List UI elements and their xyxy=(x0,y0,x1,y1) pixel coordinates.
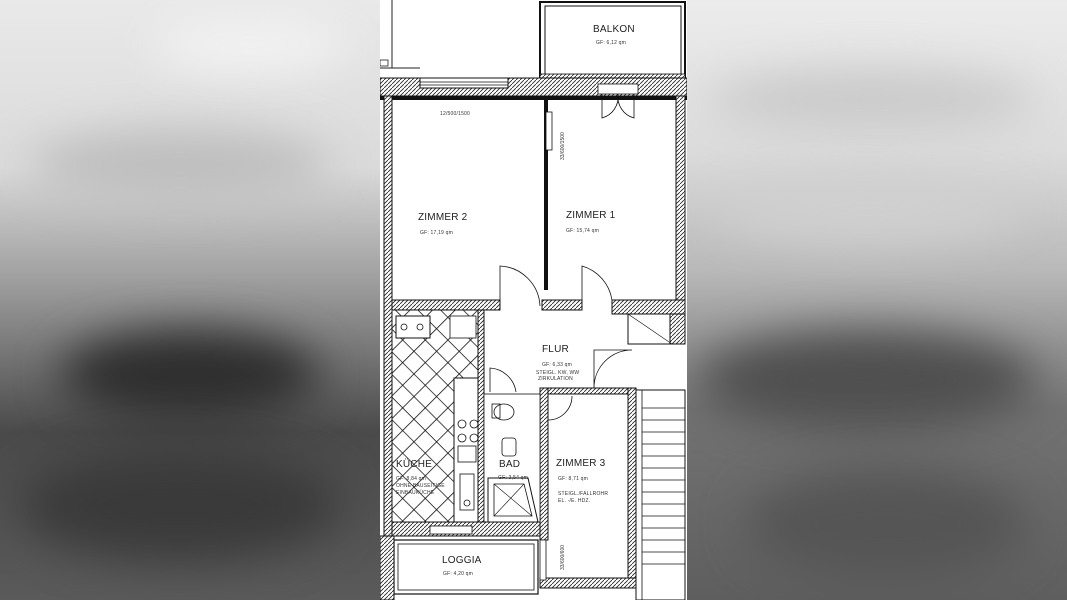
loggia-outline xyxy=(380,535,539,600)
flur-note-riser: STEIGL. KW, WW xyxy=(536,370,580,376)
room-area-zimmer1: GF: 15,74 qm xyxy=(566,228,599,234)
room-label-kueche: KÜCHE xyxy=(396,459,433,470)
zimmer3-note-2: EL. -/E. HDZ. xyxy=(558,498,591,504)
blurred-background-right xyxy=(687,0,1067,600)
room-label-balkon: BALKON xyxy=(593,24,635,35)
window-zimmer1-side xyxy=(545,111,553,151)
kitchen-sink xyxy=(395,315,431,339)
room-area-kueche: GF: 8,84 qm xyxy=(396,476,426,482)
window-zimmer2 xyxy=(419,77,509,89)
room-area-loggia: GF: 4,20 qm xyxy=(443,571,473,577)
balcony-door xyxy=(597,83,639,119)
blurred-background-left xyxy=(0,0,380,600)
flur-note-circulation: ZIRKULATION xyxy=(538,376,573,382)
kueche-note-1: OHNE BAUSEITIGE xyxy=(396,483,445,489)
zimmer3-note-1: STEIGL./FALLROHR xyxy=(558,491,609,497)
room-label-flur: FLUR xyxy=(542,344,569,355)
room-area-zimmer3: GF: 8,71 qm xyxy=(558,476,588,482)
room-area-bad: GF: 3,54 qm xyxy=(498,475,528,481)
floor-plan: BALKON GF: 6,12 qm ZIMMER 2 GF: 17,19 qm… xyxy=(380,0,687,600)
entrance-door xyxy=(593,349,633,389)
staircase xyxy=(635,389,686,600)
window-note-zimmer1: 33/600/1500 xyxy=(560,132,566,160)
door-zimmer3 xyxy=(547,395,573,421)
upper-left-fragment xyxy=(380,0,420,69)
door-zimmer1 xyxy=(581,265,613,308)
bathroom-fixtures xyxy=(483,367,541,529)
room-area-balkon: GF: 6,12 qm xyxy=(596,40,626,46)
door-zimmer2 xyxy=(499,265,541,308)
kueche-note-2: EINBAUKÜCHE xyxy=(396,490,435,496)
room-area-flur: GF: 6,33 qm xyxy=(542,362,572,368)
room-label-bad: BAD xyxy=(499,459,521,470)
window-note-zimmer2: 12/500/1500 xyxy=(440,111,471,117)
room-label-zimmer2: ZIMMER 2 xyxy=(418,212,468,223)
room-label-loggia: LOGGIA xyxy=(442,555,482,566)
room-label-zimmer3: ZIMMER 3 xyxy=(556,458,606,469)
floor-plan-drawing xyxy=(380,0,687,600)
room-area-zimmer2: GF: 17,19 qm xyxy=(420,230,453,236)
window-note-zimmer3: 33/600/600 xyxy=(560,544,566,570)
kitchen-counter xyxy=(453,377,481,524)
room-label-zimmer1: ZIMMER 1 xyxy=(566,210,616,221)
